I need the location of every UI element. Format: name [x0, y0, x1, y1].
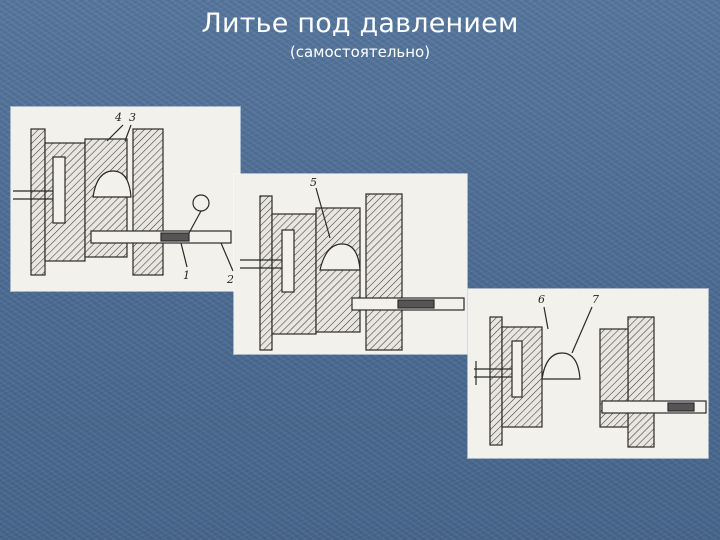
label-7: 7: [592, 293, 599, 306]
front-plate: [365, 193, 403, 351]
back-plate: [489, 316, 503, 446]
slide-subtitle: (самостоятельно): [289, 43, 431, 61]
label-4: 4: [114, 111, 122, 124]
label-2: 2: [226, 273, 234, 286]
mold-cavity: [319, 243, 361, 271]
front-plate: [132, 128, 164, 276]
mold-diagram-stage-3: 6 7: [468, 289, 708, 458]
label-3: 3: [129, 111, 136, 124]
mold-drawing-1: 4 3 1 2: [13, 111, 234, 286]
mold-drawing-2: 5: [240, 176, 465, 351]
label-6: 6: [538, 293, 545, 306]
back-plate: [259, 195, 273, 351]
label-5: 5: [310, 176, 317, 189]
back-plate: [30, 128, 46, 276]
front-plate: [627, 316, 655, 448]
mold-drawing-3: 6 7: [474, 293, 707, 448]
slide-title: Литье под давлением: [201, 8, 519, 39]
mold-diagram-stage-2: 5: [234, 174, 467, 354]
mold-diagram-stage-1: 4 3 1 2: [11, 107, 240, 291]
mold-cavity: [92, 170, 132, 198]
ejected-part: [541, 352, 581, 380]
label-1: 1: [183, 269, 190, 282]
